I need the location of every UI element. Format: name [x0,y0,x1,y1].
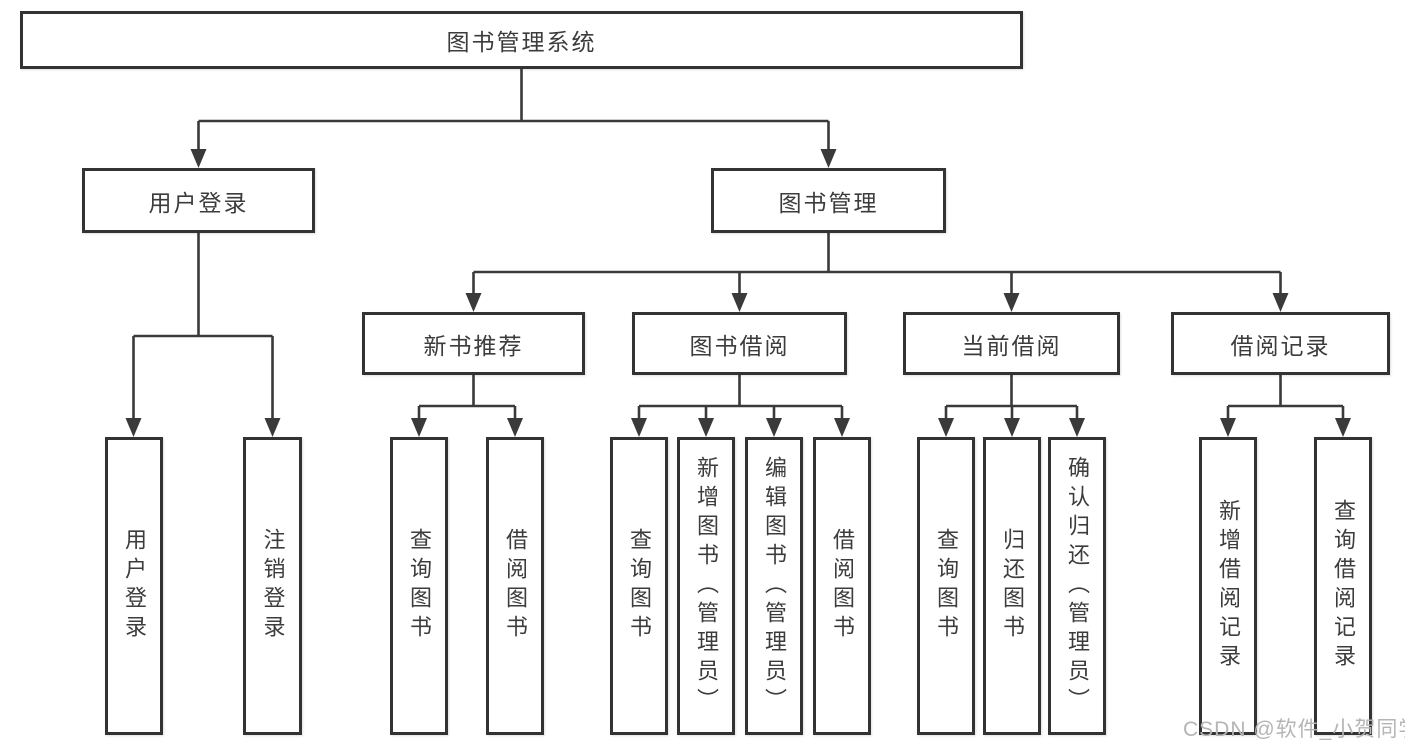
leaf-borrow-books-2: 借阅图书 [813,437,871,735]
leaf-add-borrow-record: 新增借阅记录 [1199,437,1257,735]
leaf-borrow-books-1: 借阅图书 [486,437,544,735]
leaf-query-books-2: 查询图书 [610,437,668,735]
leaf-query-borrow-record: 查询借阅记录 [1314,437,1372,735]
leaf-query-books-1: 查询图书 [390,437,448,735]
leaf-label: 注销登录 [260,528,286,644]
leaf-label: 确认归还（管理员） [1065,455,1090,717]
node-label: 新书推荐 [423,332,524,359]
leaf-confirm-return-admin: 确认归还（管理员） [1048,437,1106,735]
node-label: 借阅记录 [1230,332,1331,359]
leaf-label: 新增图书（管理员） [694,455,719,717]
leaf-label: 归还图书 [1000,528,1025,644]
leaf-return-books: 归还图书 [983,437,1041,735]
node-borrow-records: 借阅记录 [1171,312,1390,375]
node-label: 当前借阅 [961,332,1062,359]
leaf-label: 新增借阅记录 [1216,499,1241,673]
node-user-login: 用户登录 [82,168,315,233]
node-label: 用户登录 [148,189,249,216]
node-current-borrow: 当前借阅 [903,312,1120,375]
node-label: 图书借阅 [689,332,790,359]
leaf-label: 查询图书 [627,528,652,644]
node-label: 图书管理系统 [446,29,597,55]
leaf-label: 查询借阅记录 [1331,499,1356,673]
leaf-user-login: 用户登录 [105,437,163,735]
leaf-edit-books-admin: 编辑图书（管理员） [745,437,803,735]
leaf-label: 用户登录 [122,528,147,644]
node-book-management: 图书管理 [711,168,946,233]
leaf-label: 编辑图书（管理员） [762,455,787,717]
leaf-label: 查询图书 [934,528,959,644]
node-book-borrow: 图书借阅 [632,312,847,375]
node-new-book-recommend: 新书推荐 [362,312,585,375]
leaf-add-books-admin: 新增图书（管理员） [677,437,735,735]
node-label: 图书管理 [778,189,879,216]
leaf-label: 借阅图书 [503,528,528,644]
leaf-query-books-3: 查询图书 [917,437,975,735]
node-library-system: 图书管理系统 [20,11,1023,69]
leaf-label: 借阅图书 [830,528,855,644]
csdn-watermark: CSDN @软件_小贺同学 [1183,718,1405,741]
leaf-label: 查询图书 [407,528,432,644]
leaf-logout: 注销登录 [243,437,302,735]
